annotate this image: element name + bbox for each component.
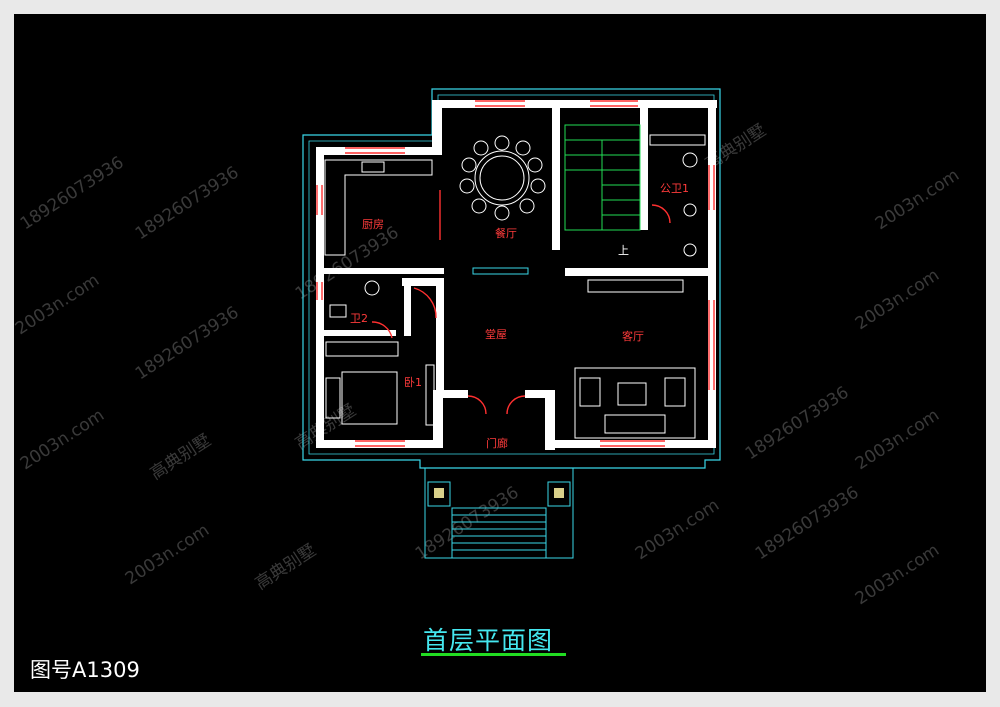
label-porch: 门廊 [486, 436, 508, 450]
label-stair-up: 上 [618, 244, 629, 257]
entrance [424, 467, 574, 559]
dining-table [459, 135, 546, 221]
watermark-phone: 18926073936 [752, 483, 863, 565]
watermark-phone: 18926073936 [132, 303, 243, 385]
kitchen-counter [324, 159, 433, 256]
watermark-brand: 高典别墅 [252, 540, 320, 594]
bedroom-bed [325, 341, 435, 426]
watermark-site: 2003n.com [852, 405, 943, 474]
tv-cabinet [587, 279, 684, 293]
label-kitchen: 厨房 [362, 218, 384, 231]
label-bedroom: 卧1 [404, 376, 422, 389]
watermark-phone: 18926073936 [17, 153, 128, 235]
windows [316, 100, 715, 447]
title-underline [421, 653, 566, 656]
watermark-brand: 高典别墅 [147, 430, 215, 484]
watermark-site: 2003n.com [122, 520, 213, 589]
watermark-site: 2003n.com [17, 405, 108, 474]
bathroom-fixtures [329, 134, 706, 318]
drawing-number: 图号A1309 [30, 658, 140, 682]
label-dining: 餐厅 [495, 226, 517, 240]
watermark-site: 2003n.com [852, 265, 943, 334]
drawing-title: 首层平面图 [423, 626, 554, 655]
watermark-phone: 18926073936 [132, 163, 243, 245]
watermark-site: 2003n.com [852, 540, 943, 609]
stairs [564, 124, 641, 231]
walls [316, 100, 717, 450]
watermark-site: 2003n.com [632, 495, 723, 564]
watermark-site: 2003n.com [872, 165, 963, 234]
column-left [434, 488, 444, 498]
sofa-set [574, 367, 696, 439]
column-right [554, 488, 564, 498]
building-outline [302, 88, 721, 469]
label-bath2: 卫2 [350, 312, 368, 325]
label-hall: 堂屋 [485, 328, 507, 341]
hall-bench [472, 267, 529, 275]
label-public-bath: 公卫1 [660, 182, 689, 195]
label-living: 客厅 [622, 329, 644, 343]
watermark-site: 2003n.com [14, 270, 103, 339]
drawing-sheet: 18926073936 18926073936 2003n.com 2003n.… [14, 14, 986, 692]
watermark-phone: 18926073936 [742, 383, 853, 465]
watermark-phone: 18926073936 [292, 223, 403, 305]
floor-plan: 18926073936 18926073936 2003n.com 2003n.… [14, 88, 963, 609]
